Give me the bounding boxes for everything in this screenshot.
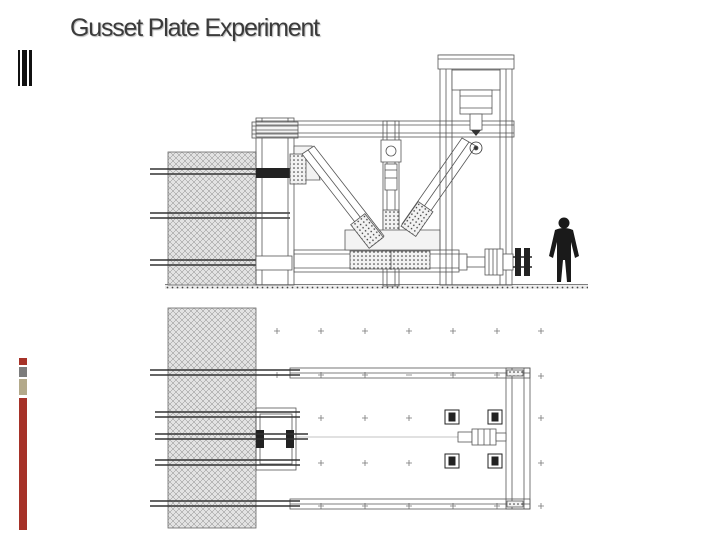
accent-tan bbox=[19, 379, 27, 395]
actuator-plan bbox=[457, 428, 507, 446]
right-brace-elevation bbox=[400, 137, 483, 238]
accent-red-top bbox=[19, 358, 27, 365]
anchor-rods-plan bbox=[150, 369, 308, 507]
person-scale-figure bbox=[549, 217, 579, 282]
slide-title: Gusset Plate Experiment bbox=[70, 14, 320, 42]
title-decoration-bars bbox=[18, 50, 32, 86]
left-brace-elevation bbox=[301, 145, 385, 249]
floor-anchor-grid bbox=[274, 328, 544, 509]
plan-view bbox=[150, 307, 544, 529]
test-setup-drawing bbox=[150, 54, 588, 529]
horizontal-actuator-elevation bbox=[458, 248, 532, 276]
ground-line bbox=[165, 284, 588, 289]
frame-rails-plan bbox=[289, 367, 531, 510]
reaction-wall-plan bbox=[167, 307, 257, 529]
elevation-view bbox=[150, 54, 588, 289]
anchor-blocks-plan bbox=[444, 409, 503, 469]
accent-gray bbox=[19, 367, 27, 377]
actuator-frame-elevation bbox=[437, 54, 515, 286]
wall-column-elevation bbox=[251, 117, 299, 286]
accent-red-long bbox=[19, 398, 27, 530]
side-accent-bar bbox=[19, 358, 27, 530]
